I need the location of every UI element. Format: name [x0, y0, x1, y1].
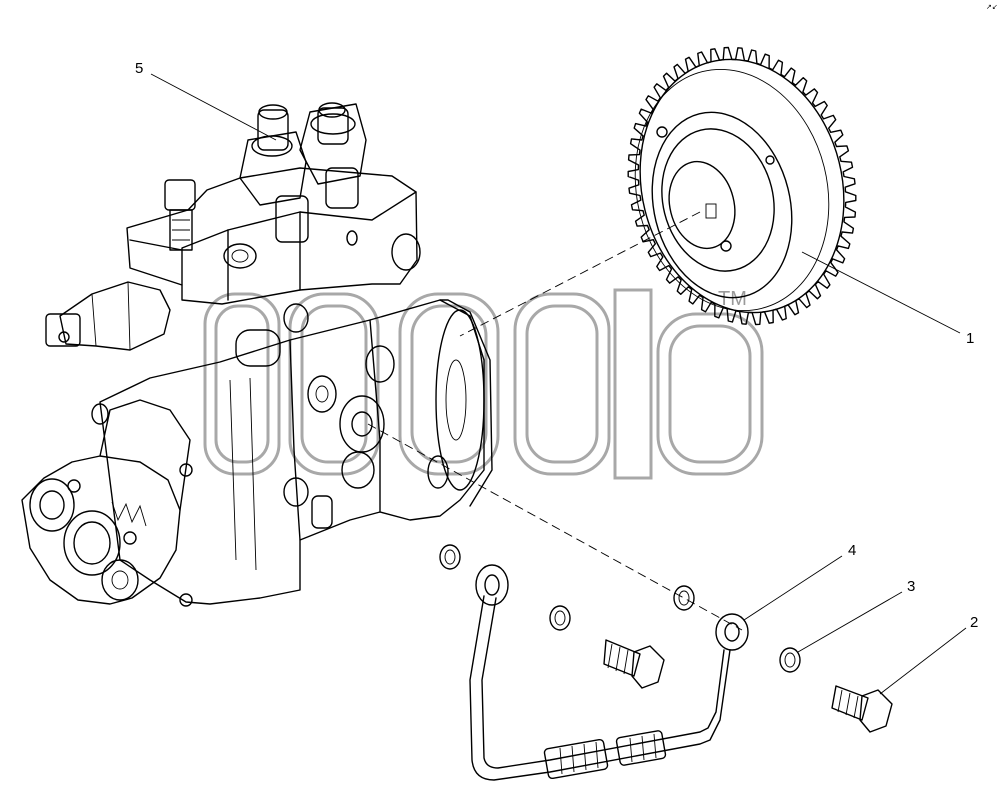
callout-2: 2: [970, 614, 978, 631]
corner-mark: ↗↙: [986, 4, 998, 11]
gear: [627, 46, 857, 326]
watermark: TM: [203, 288, 764, 480]
callout-1: 1: [966, 330, 974, 347]
banjo-bolts: [603, 639, 893, 733]
callout-3: 3: [907, 578, 915, 595]
sealing-washers: [439, 544, 801, 673]
callout-4: 4: [848, 542, 856, 559]
assembly-lines: [367, 211, 743, 631]
high-pressure-pump: [21, 102, 493, 607]
leader-lines: [150, 73, 967, 695]
fuel-pipe: [469, 564, 749, 781]
callout-5: 5: [135, 60, 143, 77]
watermark-trademark: TM: [718, 288, 747, 310]
